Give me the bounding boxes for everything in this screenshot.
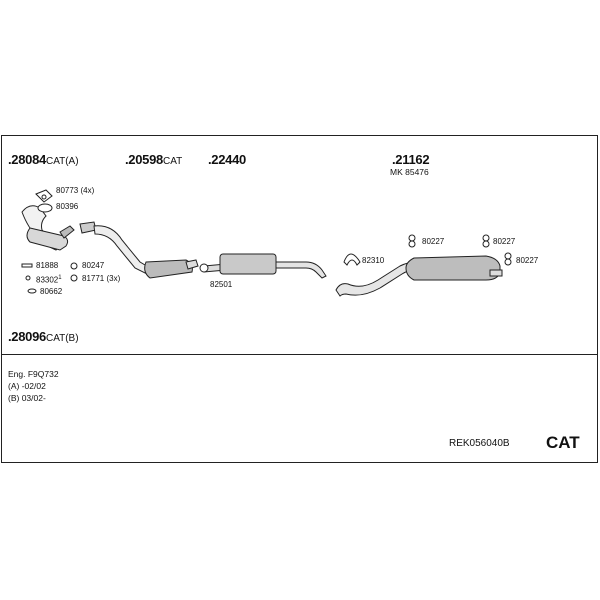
gasket-81771-icon [70, 274, 78, 282]
part-82310: 82310 [362, 256, 385, 265]
spring-80662-icon [27, 288, 37, 294]
gasket-80396-icon [37, 203, 53, 213]
part-80396: 80396 [56, 202, 79, 211]
part-83302: 833021 [36, 275, 62, 285]
note-b: (B) 03/02- [8, 393, 46, 403]
rubber-mount-80227-icon [504, 252, 512, 266]
part-21162: .21162 [392, 152, 430, 167]
part-20598: .20598CAT [125, 152, 183, 167]
category-badge: CAT [546, 433, 580, 452]
reference-code: REK056040B [449, 438, 510, 449]
nut-80247-icon [70, 262, 78, 270]
part-82501: 82501 [210, 280, 233, 289]
part-81771: 81771 (3x) [82, 274, 121, 283]
rear-silencer-21162 [335, 255, 503, 297]
part-80247: 80247 [82, 261, 105, 270]
part-80227-b: 80227 [493, 237, 516, 246]
notes-divider [1, 354, 598, 355]
part-22440: .22440 [208, 152, 246, 167]
part-80227-a: 80227 [422, 237, 445, 246]
washer-83302-icon [25, 275, 31, 281]
kit-label: MK 85476 [390, 167, 429, 177]
rubber-mount-80227-icon [408, 234, 416, 248]
middle-silencer-22440 [203, 253, 327, 279]
part-80773: 80773 (4x) [56, 186, 95, 195]
part-28096: .28096CAT(B) [8, 329, 79, 344]
front-pipe-20598 [79, 221, 199, 279]
diagram-frame [1, 135, 598, 463]
part-81888: 81888 [36, 261, 59, 270]
rubber-mount-80227-icon [482, 234, 490, 248]
note-a: (A) -02/02 [8, 381, 46, 391]
clamp-82501-icon [199, 263, 209, 273]
part-80227-c: 80227 [516, 256, 539, 265]
part-80662: 80662 [40, 287, 63, 296]
clamp-82310-icon [343, 253, 361, 266]
bolt-81888-icon [21, 263, 33, 268]
engine-code: Eng. F9Q732 [8, 369, 59, 379]
manifold-catalyst-assembly [21, 205, 75, 251]
part-28084: .28084CAT(A) [8, 152, 79, 167]
gasket-80773-icon [35, 189, 53, 203]
